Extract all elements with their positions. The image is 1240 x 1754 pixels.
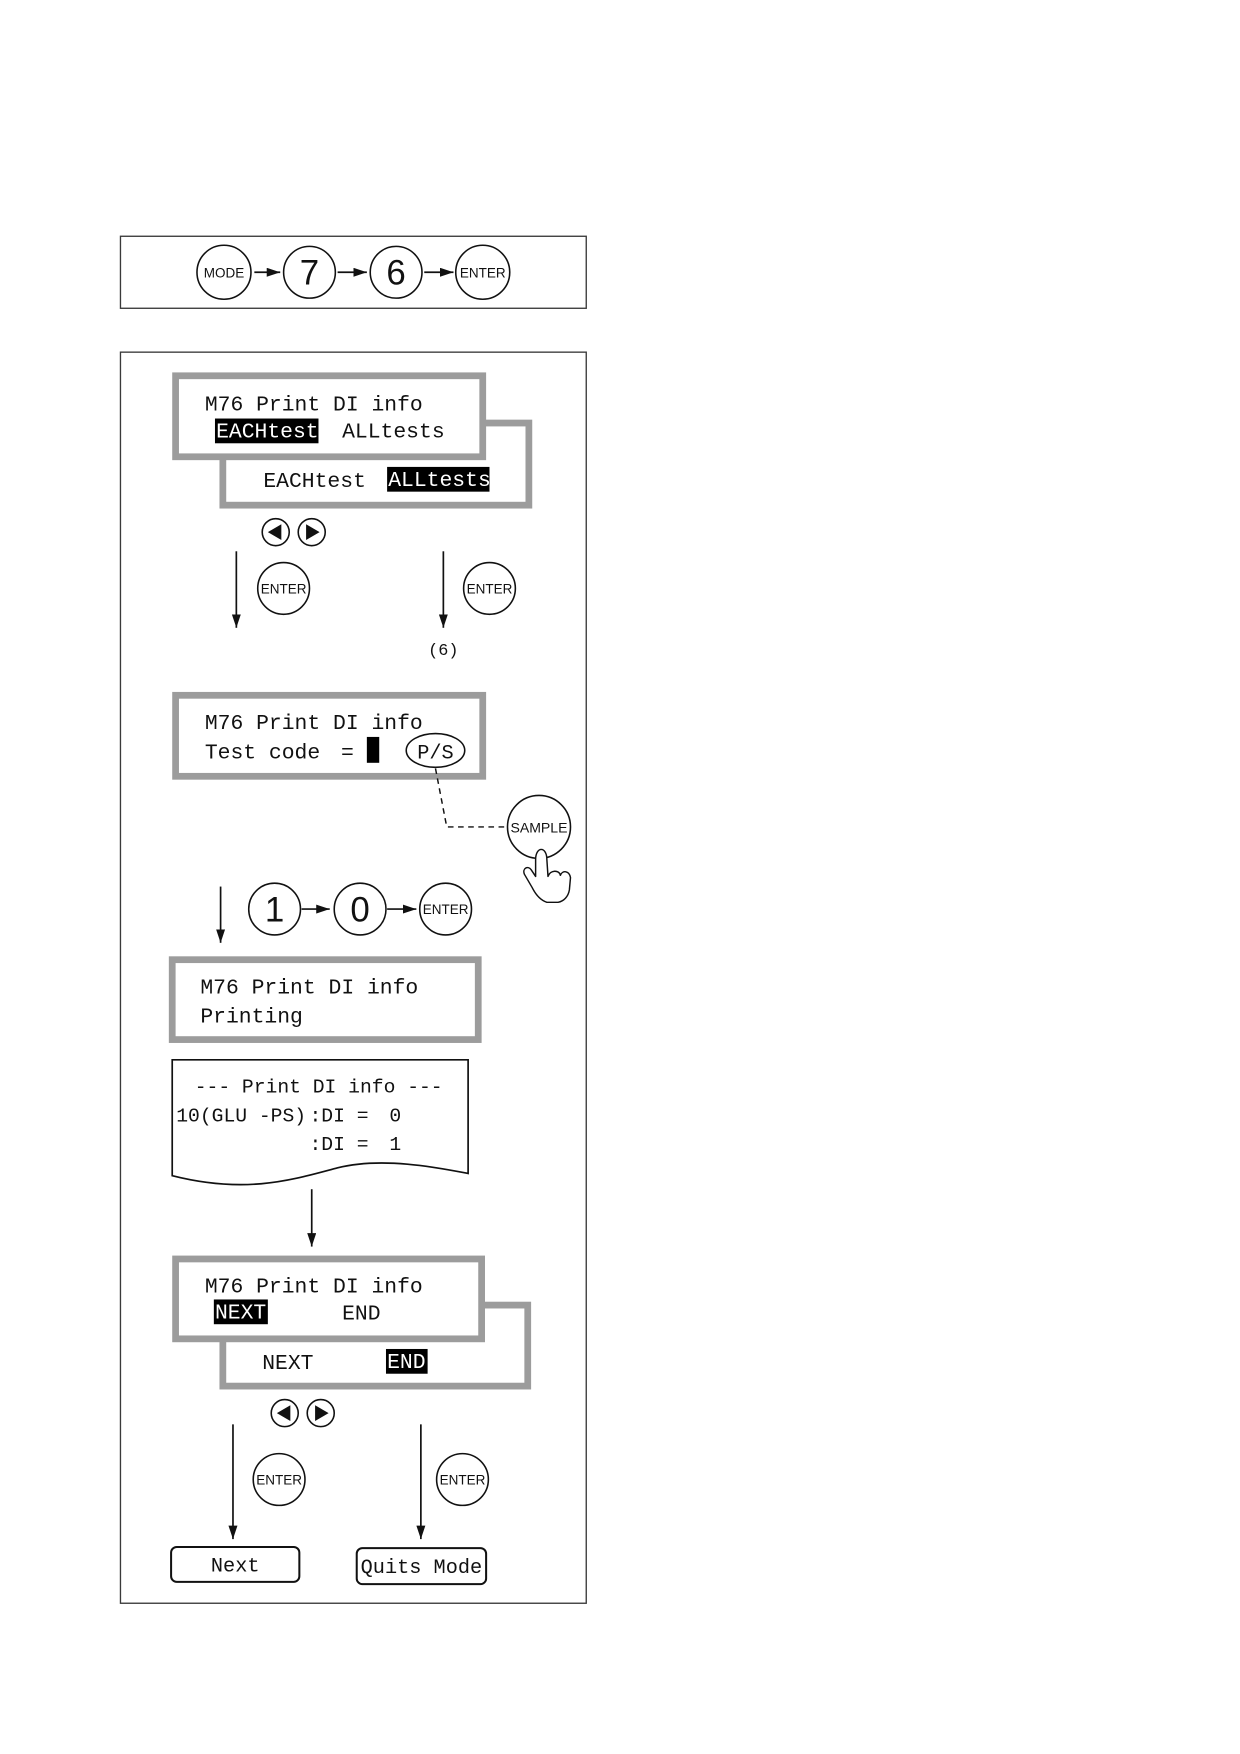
lcd-screen <box>168 956 482 1043</box>
sample-key-label: SAMPLE <box>510 820 567 836</box>
enter-key: ENTER <box>256 561 311 616</box>
test-code-prompt: Test code <box>205 741 320 765</box>
screen-title: M76 Print DI info <box>205 712 423 736</box>
result-next-label: Next <box>211 1556 260 1579</box>
enter-key-label: ENTER <box>261 581 307 596</box>
printing-status: Printing <box>200 1006 303 1030</box>
lcd-test-code: M76 Print DI info Test code = P/S <box>172 691 487 780</box>
enter-key-label: ENTER <box>467 581 513 596</box>
option-next-selected: NEXT <box>215 1302 266 1326</box>
input-cursor <box>366 736 380 763</box>
printout-row-value: 0 <box>389 1106 401 1128</box>
enter-key: ENTER <box>462 561 517 616</box>
option-alltests-selected: ALLtests <box>388 469 491 493</box>
enter-key-label: ENTER <box>423 902 469 917</box>
selection-highlight <box>214 418 319 444</box>
digit-0-key: 0 <box>333 882 387 936</box>
selection-highlight <box>213 1299 268 1325</box>
screen-title: M76 Print DI info <box>205 394 423 418</box>
enter-key-label: ENTER <box>440 1473 486 1488</box>
lcd-printing: M76 Print DI info Printing <box>168 956 482 1043</box>
digit-6-key: 6 <box>369 245 423 299</box>
enter-key: ENTER <box>435 1452 490 1507</box>
printout-test-label: 10(GLU -PS) <box>176 1106 306 1128</box>
equals-sign: = <box>341 741 354 765</box>
enter-key: ENTER <box>454 244 511 301</box>
left-right-arrow-keys-icon <box>270 1398 336 1428</box>
digit-7-key: 7 <box>282 245 337 299</box>
result-quit-mode-box: Quits Mode <box>355 1547 488 1586</box>
enter-key-label: ENTER <box>460 265 506 280</box>
lcd-select-test: EACHtest ALLtests M76 Print DI info EACH… <box>172 372 533 509</box>
mode-key-label: MODE <box>204 265 245 280</box>
digit-7-label: 7 <box>300 254 319 293</box>
pointing-hand-icon <box>523 848 572 904</box>
result-next-box: Next <box>170 1545 301 1583</box>
option-eachtest: EACHtest <box>263 470 366 494</box>
result-quit-mode-label: Quits Mode <box>361 1557 483 1580</box>
paper-outline <box>171 1058 469 1186</box>
printout-row-value: 1 <box>389 1134 401 1156</box>
ps-indicator <box>405 732 466 769</box>
mode-key: MODE <box>196 244 252 301</box>
enter-key: ENTER <box>418 882 473 936</box>
key-sequence-frame <box>119 235 587 309</box>
digit-6-label: 6 <box>386 254 405 293</box>
branch-reference-label: (6) <box>428 642 458 661</box>
ps-label: P/S <box>417 742 453 765</box>
selection-highlight <box>385 1348 428 1374</box>
digit-1-label: 1 <box>265 890 284 929</box>
printout-paper: --- Print DI info --- 10(GLU -PS) :DI = … <box>171 1058 469 1186</box>
screen-title: M76 Print DI info <box>200 976 418 1000</box>
enter-key: ENTER <box>252 1452 306 1507</box>
option-alltests: ALLtests <box>342 421 445 445</box>
lcd-screen-front <box>172 1255 485 1343</box>
printout-title: --- Print DI info --- <box>195 1076 443 1098</box>
flow-frame <box>119 351 587 1604</box>
option-end: END <box>342 1303 380 1327</box>
printout-row-label: :DI = <box>309 1106 368 1128</box>
digit-0-label: 0 <box>350 890 369 929</box>
sample-key: SAMPLE <box>506 794 572 860</box>
printout-row-label: :DI = <box>309 1134 368 1156</box>
selection-highlight <box>387 466 490 492</box>
screen-title: M76 Print DI info <box>205 1276 423 1300</box>
option-end-selected: END <box>387 1351 425 1375</box>
option-next: NEXT <box>262 1352 313 1376</box>
digit-1-key: 1 <box>247 882 302 936</box>
key-sequence-box: MODE 7 6 ENTER <box>119 235 587 309</box>
enter-key-label: ENTER <box>256 1473 302 1488</box>
option-eachtest-selected: EACHtest <box>216 421 319 445</box>
lcd-next-end: NEXT END M76 Print DI info NEXT END <box>172 1255 532 1390</box>
left-right-arrow-keys-icon <box>261 517 327 547</box>
